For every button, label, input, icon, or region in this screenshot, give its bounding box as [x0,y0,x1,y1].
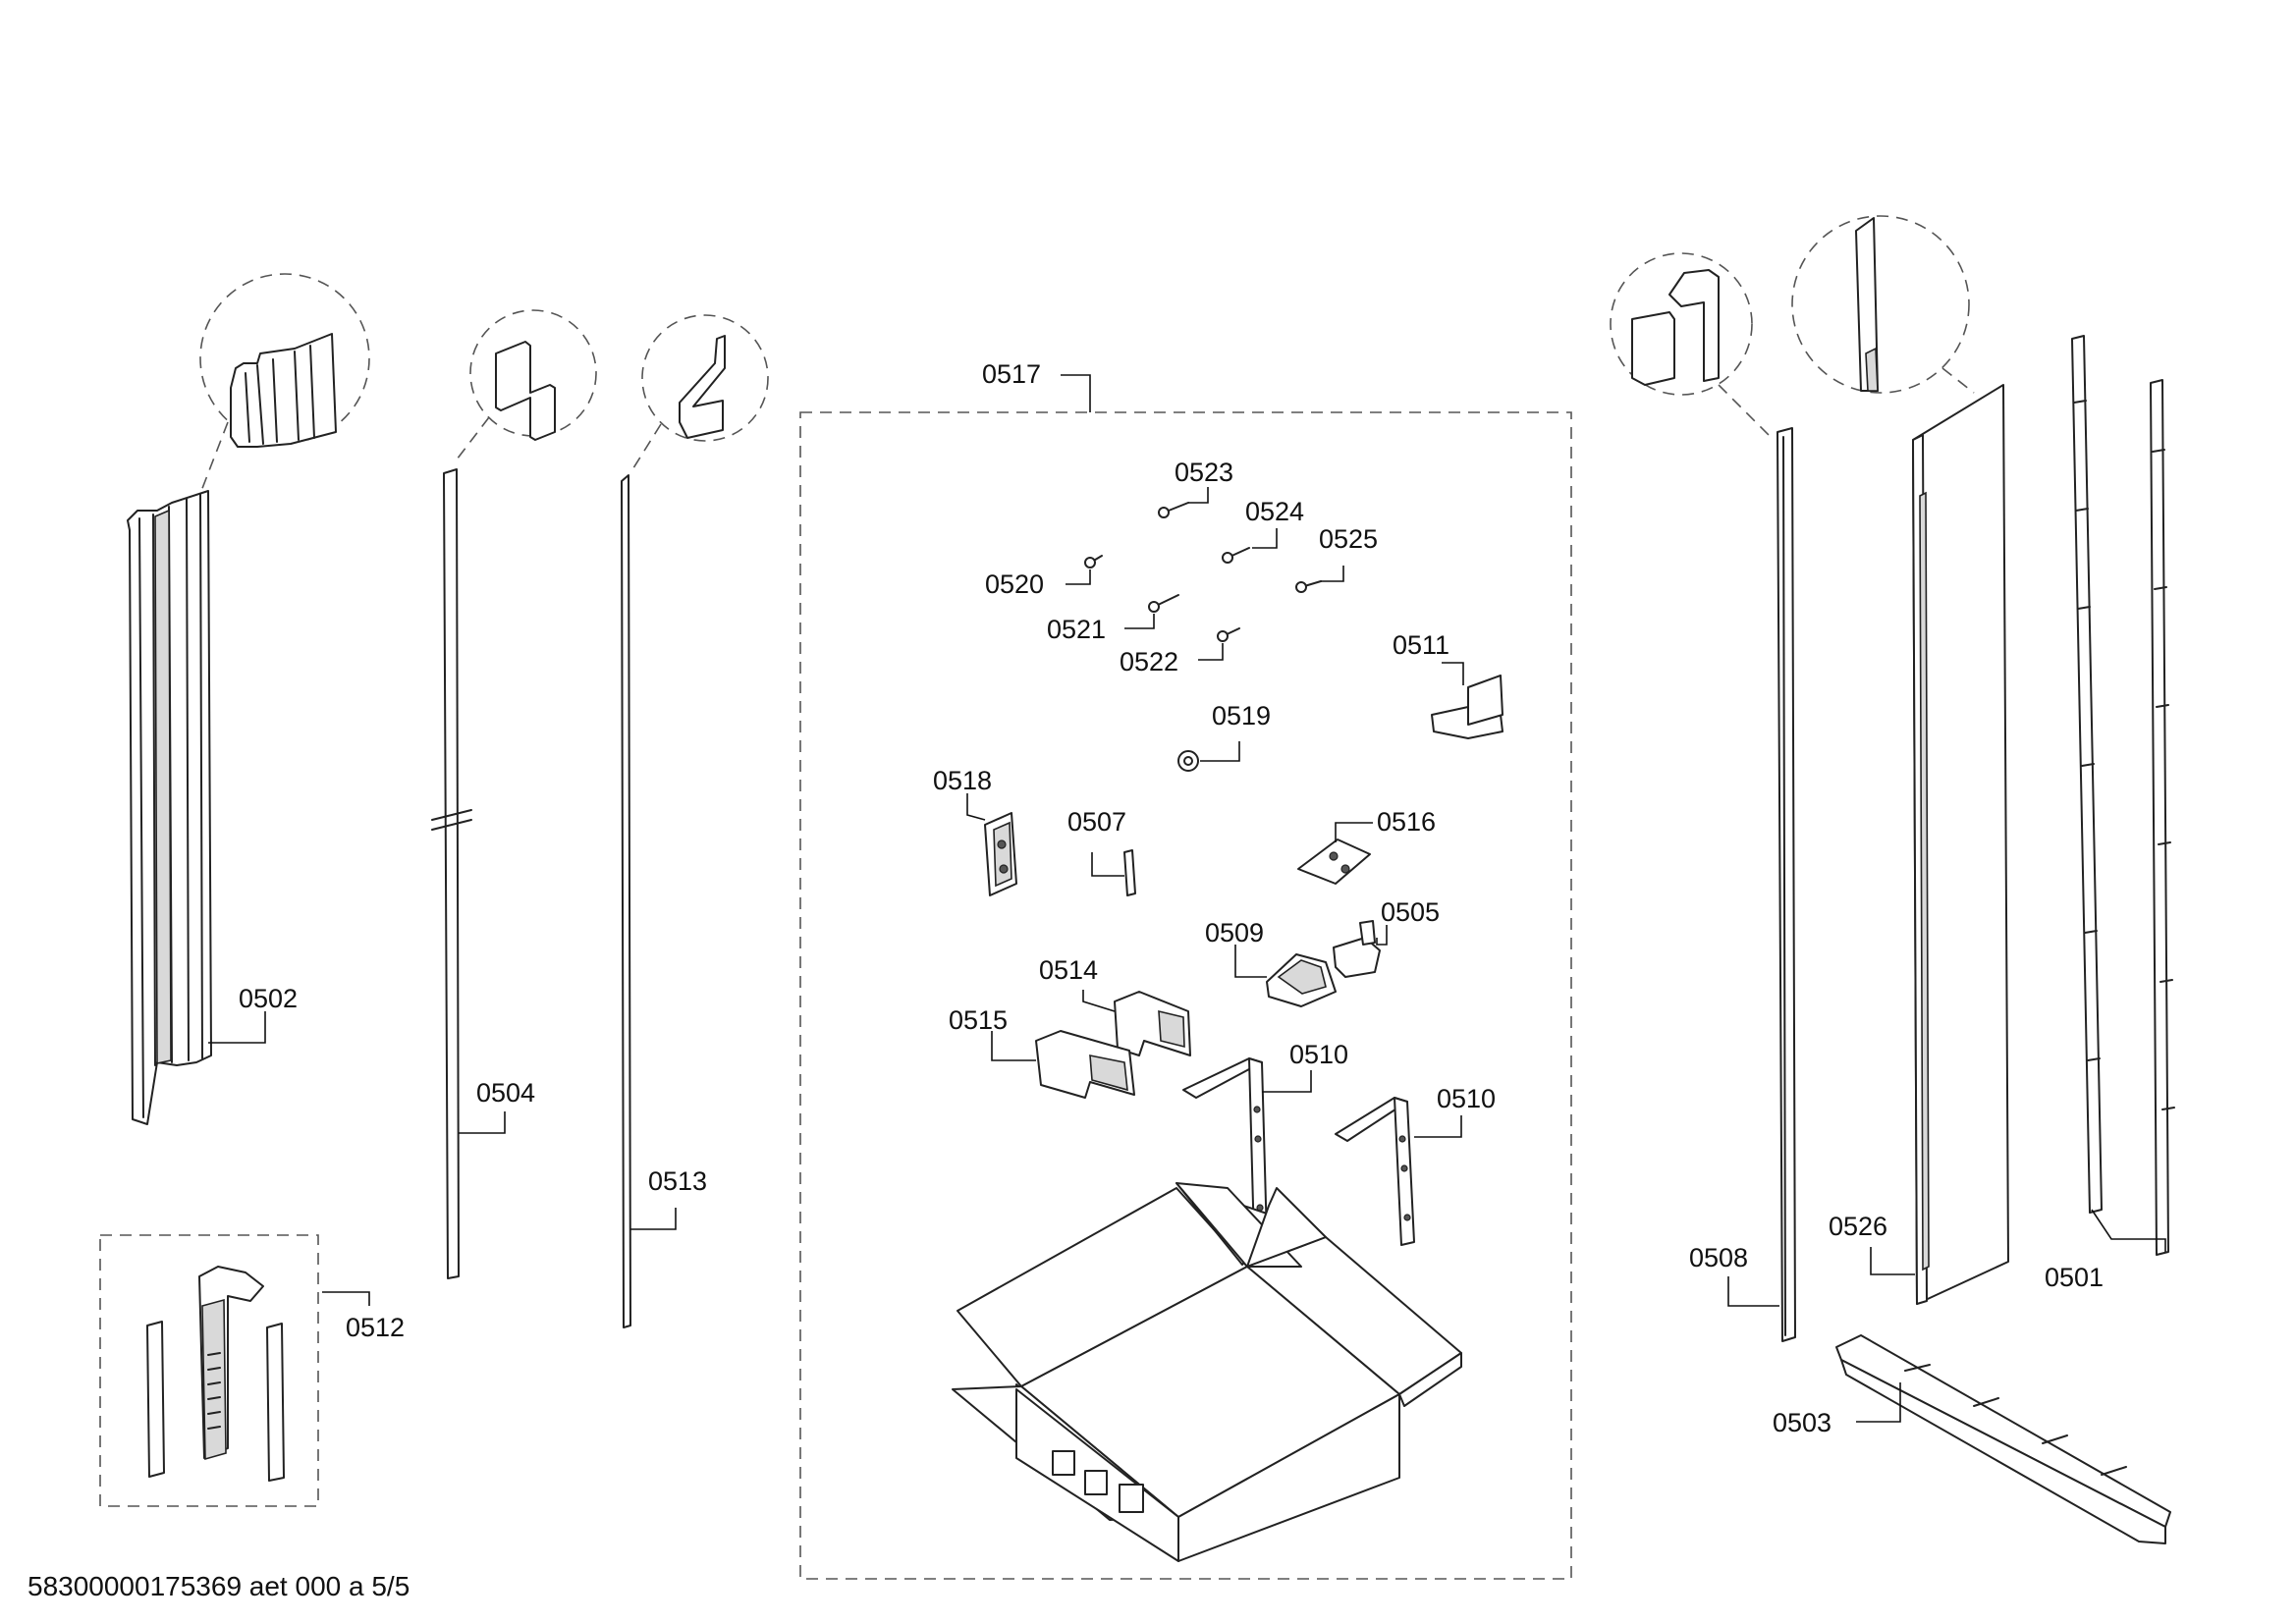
label-0504: 0504 [476,1078,535,1108]
label-0525: 0525 [1319,524,1378,554]
part-0526-panel: 0526 [1791,215,2009,1305]
block-0509: 0509 [1205,918,1337,1007]
bracket-0510-b: 0510 [1335,1084,1496,1246]
label-0501: 0501 [2045,1263,2104,1292]
part-0504-strip: 0504 [431,309,597,1279]
label-0510-a: 0510 [1289,1040,1348,1069]
label-0512: 0512 [346,1313,405,1342]
screw-0522: 0522 [1120,627,1240,676]
label-0514: 0514 [1039,955,1098,985]
part-0517-accessory-kit: 0517 0523 0524 0525 0520 0521 [799,359,1572,1580]
label-0524: 0524 [1245,497,1304,526]
hinge-0515: 0515 [949,1005,1135,1099]
label-0516: 0516 [1377,807,1436,837]
nut-0519: 0519 [1177,701,1271,772]
screw-0521: 0521 [1047,594,1179,644]
screw-0520: 0520 [985,555,1103,599]
screw-0525: 0525 [1295,524,1378,593]
part-0501-strips: 0501 [2045,335,2175,1292]
part-0508-profile: 0508 [1610,252,1796,1342]
screw-0523: 0523 [1158,458,1233,518]
cardboard-box [952,1182,1462,1562]
label-0502: 0502 [239,984,298,1013]
screw-0524: 0524 [1222,497,1304,564]
label-0513: 0513 [648,1166,707,1196]
label-0510-b: 0510 [1437,1084,1496,1113]
clip-0505: 0505 [1333,897,1440,978]
label-0520: 0520 [985,569,1044,599]
label-0517: 0517 [982,359,1041,389]
document-id-footer: 58300000175369 aet 000 a 5/5 [27,1571,410,1601]
label-0508: 0508 [1689,1243,1748,1272]
label-0507: 0507 [1067,807,1126,837]
label-0521: 0521 [1047,615,1106,644]
label-0509: 0509 [1205,918,1264,947]
plate-0516: 0516 [1297,807,1436,885]
part-0512-kit: 0512 [99,1234,405,1507]
label-0518: 0518 [933,766,992,795]
label-0523: 0523 [1175,458,1233,487]
label-0503: 0503 [1773,1408,1831,1437]
hinge-0514: 0514 [1039,955,1191,1056]
hinge-plate-0518: 0518 [933,766,1017,896]
label-0505: 0505 [1381,897,1440,927]
label-0522: 0522 [1120,647,1178,676]
bracket-0511: 0511 [1393,630,1503,739]
label-0519: 0519 [1212,701,1271,730]
label-0515: 0515 [949,1005,1008,1035]
label-0526: 0526 [1829,1212,1887,1241]
part-0502-profile: 0502 [127,273,370,1125]
label-0511: 0511 [1393,630,1449,660]
part-0513-gasket: 0513 [621,314,769,1328]
pin-0507: 0507 [1067,807,1136,896]
part-0503-rail: 0503 [1773,1334,2171,1544]
